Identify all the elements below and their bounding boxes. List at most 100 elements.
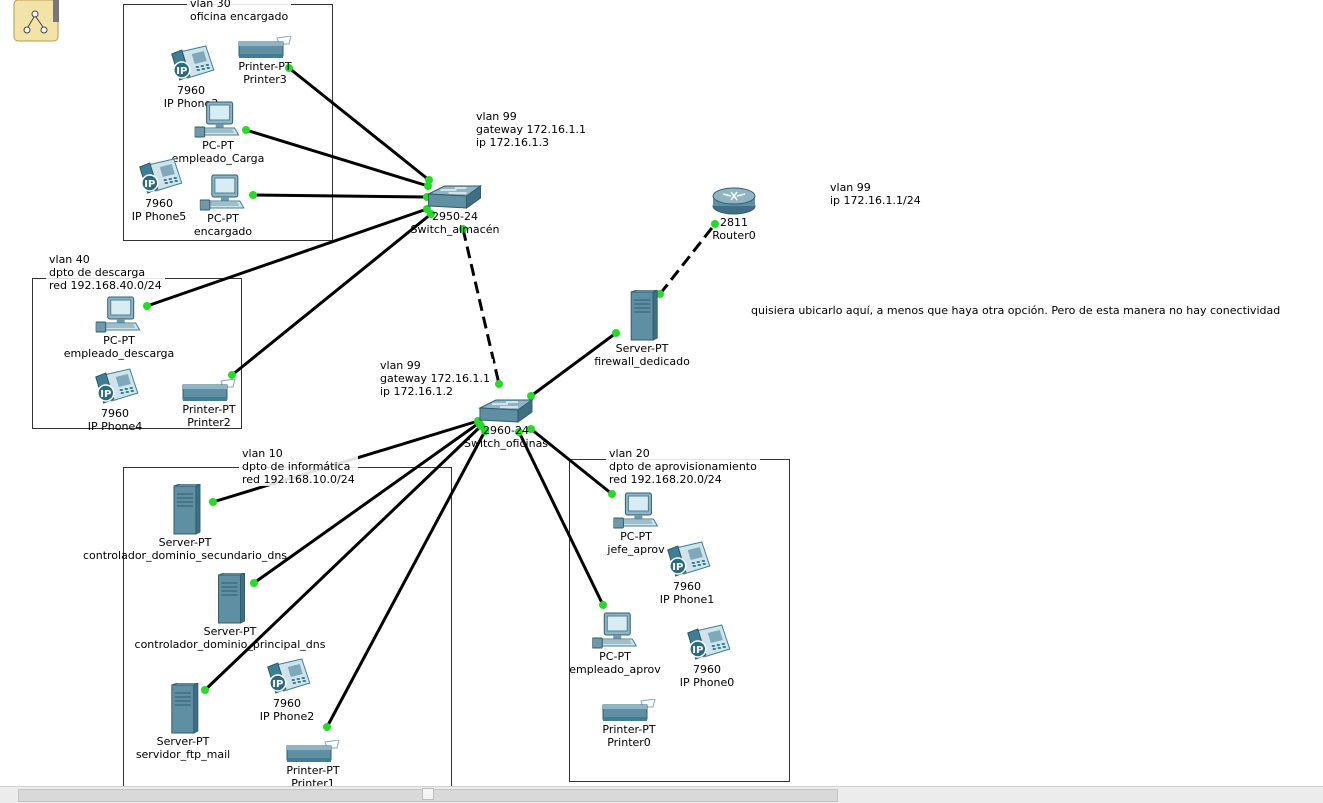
note-line: red 192.168.10.0/24 bbox=[242, 473, 355, 486]
link-switch_almacen-switch_oficinas[interactable] bbox=[461, 228, 501, 385]
device-model: 7960 bbox=[176, 84, 205, 97]
pc-icon bbox=[613, 492, 659, 530]
note-line: dpto de informática bbox=[242, 460, 351, 473]
link-encargado-switch_almacen[interactable] bbox=[252, 193, 428, 199]
device-name: empleado_descarga bbox=[63, 347, 175, 360]
device-name: IP Phone4 bbox=[87, 420, 143, 433]
port-status-firewall bbox=[612, 329, 620, 337]
link-switch_oficinas-empleado_aprov[interactable] bbox=[517, 431, 605, 606]
port-status-printer3 bbox=[285, 64, 293, 72]
server-icon bbox=[166, 683, 200, 735]
device-model: PC-PT bbox=[202, 139, 234, 152]
server-icon bbox=[625, 290, 659, 342]
device-name: Router0 bbox=[712, 229, 756, 242]
printer2[interactable]: Printer-PT Printer2 bbox=[179, 379, 239, 429]
pc-empleado-descarga[interactable]: PC-PT empleado_descarga bbox=[63, 296, 175, 360]
port-status-switch_almacen bbox=[427, 210, 435, 218]
device-name: jefe_aprov bbox=[607, 543, 665, 556]
pc-encargado[interactable]: PC-PT encargado bbox=[194, 174, 252, 238]
link-printer3-switch_almacen[interactable] bbox=[288, 66, 430, 182]
port-status-encargado bbox=[249, 191, 257, 199]
device-model: 2950-24 bbox=[432, 210, 478, 223]
port-status-router0 bbox=[711, 220, 719, 228]
device-model: 2960-24 bbox=[483, 424, 529, 437]
server-servidor-ftp-mail[interactable]: Server-PT servidor_ftp_mail bbox=[136, 683, 230, 761]
port-status-switch_almacen bbox=[425, 176, 433, 184]
device-name: controlador_dominio_secundario_dns bbox=[82, 549, 288, 562]
device-model: Server-PT bbox=[156, 735, 210, 748]
device-name: IP Phone0 bbox=[679, 676, 735, 689]
device-name: IP Phone2 bbox=[259, 710, 315, 723]
note-line: dpto de aprovisionamiento bbox=[609, 460, 757, 473]
ip-phone-icon bbox=[262, 657, 312, 697]
printer3[interactable]: Printer-PT Printer3 bbox=[235, 36, 295, 86]
router0[interactable]: 2811 Router0 bbox=[711, 184, 757, 242]
port-status-ctrl_principal bbox=[250, 579, 258, 587]
link-switch_oficinas-jefe_aprov[interactable] bbox=[530, 427, 613, 496]
note-line: vlan 99 bbox=[830, 181, 871, 194]
note-line: vlan 30 bbox=[190, 0, 231, 10]
ip-phone1[interactable]: 7960 IP Phone1 bbox=[660, 540, 714, 606]
horizontal-scrollbar[interactable] bbox=[0, 786, 1323, 803]
vlan30-note: vlan 30 oficina encargado bbox=[187, 0, 292, 23]
link-empleado_descarga-switch_almacen[interactable] bbox=[146, 207, 428, 308]
device-name: IP Phone3 bbox=[163, 97, 219, 110]
server-controlador-secundario[interactable]: Server-PT controlador_dominio_secundario… bbox=[83, 484, 287, 562]
switch-almacen[interactable]: 2950-24 Switch_almacén bbox=[410, 184, 500, 236]
printer-icon bbox=[283, 740, 343, 764]
ip-phone-icon bbox=[90, 367, 140, 407]
device-name: Switch_oficinas bbox=[463, 437, 549, 450]
printer1[interactable]: Printer-PT Printer1 bbox=[283, 740, 343, 790]
port-status-firewall bbox=[656, 290, 664, 298]
ip-phone3[interactable]: 7960 IP Phone3 bbox=[164, 44, 218, 110]
device-model: 7960 bbox=[672, 580, 701, 593]
link-switch_oficinas-printer1[interactable] bbox=[325, 430, 487, 728]
note-line: gateway 172.16.1.1 bbox=[380, 372, 491, 385]
link-empleado_carga-switch_almacen[interactable] bbox=[245, 128, 429, 188]
ip-phone2[interactable]: 7960 IP Phone2 bbox=[260, 657, 314, 723]
pc-icon bbox=[195, 101, 241, 139]
device-model: 7960 bbox=[144, 197, 173, 210]
device-name: controlador_dominio_principal_dns bbox=[134, 638, 326, 651]
ip-phone0[interactable]: 7960 IP Phone0 bbox=[680, 623, 734, 689]
note-line: vlan 10 bbox=[242, 447, 283, 460]
vlan40-note: vlan 40 dpto de descarga red 192.168.40.… bbox=[46, 253, 165, 292]
scrollbar-grip-icon bbox=[422, 788, 434, 800]
device-model: Printer-PT bbox=[238, 60, 292, 73]
port-status-switch_almacen bbox=[459, 225, 467, 233]
device-name: Switch_almacén bbox=[410, 223, 500, 236]
pc-icon bbox=[96, 296, 142, 334]
vlan20-note: vlan 20 dpto de aprovisionamiento red 19… bbox=[606, 447, 760, 486]
printer0[interactable]: Printer-PT Printer0 bbox=[599, 699, 659, 749]
router-icon bbox=[711, 184, 757, 216]
link-firewall-router0[interactable] bbox=[658, 223, 717, 295]
device-model: Server-PT bbox=[615, 342, 669, 355]
ip-phone-icon bbox=[682, 623, 732, 663]
pc-icon bbox=[200, 174, 246, 212]
link-switch_oficinas-ctrl_principal[interactable] bbox=[253, 421, 480, 585]
switch-almacen-ip-note: vlan 99 gateway 172.16.1.1 ip 172.16.1.3 bbox=[473, 110, 590, 149]
note-line: vlan 99 bbox=[380, 359, 421, 372]
pc-empleado-aprov[interactable]: PC-PT empleado_aprov bbox=[569, 612, 661, 676]
switch-oficinas[interactable]: 2960-24 Switch_oficinas bbox=[464, 398, 548, 450]
server-firewall-dedicado[interactable]: Server-PT firewall_dedicado bbox=[594, 290, 690, 368]
link-switch_oficinas-firewall[interactable] bbox=[530, 331, 617, 398]
link-switch_oficinas-servidor_ftp[interactable] bbox=[203, 424, 483, 692]
port-status-switch_almacen bbox=[424, 182, 432, 190]
ip-phone4[interactable]: 7960 IP Phone4 bbox=[88, 367, 142, 433]
server-controlador-principal[interactable]: Server-PT controlador_dominio_principal_… bbox=[134, 573, 326, 651]
printer-icon bbox=[235, 36, 295, 60]
switch-icon bbox=[427, 184, 483, 210]
router-ip-note: vlan 99 ip 172.16.1.1/24 bbox=[827, 181, 924, 207]
ip-phone5[interactable]: 7960 IP Phone5 bbox=[132, 157, 186, 223]
pc-empleado-carga[interactable]: PC-PT empleado_Carga bbox=[171, 101, 265, 165]
device-name: Printer2 bbox=[187, 416, 231, 429]
comment-note: quisiera ubicarlo aquí, a menos que haya… bbox=[748, 304, 1284, 317]
logical-view-icon[interactable] bbox=[13, 0, 59, 42]
pc-jefe-aprov[interactable]: PC-PT jefe_aprov bbox=[607, 492, 665, 556]
link-printer2-switch_almacen[interactable] bbox=[231, 212, 432, 377]
device-name: empleado_Carga bbox=[171, 152, 265, 165]
port-status-switch_oficinas bbox=[515, 428, 523, 436]
device-model: PC-PT bbox=[599, 650, 631, 663]
